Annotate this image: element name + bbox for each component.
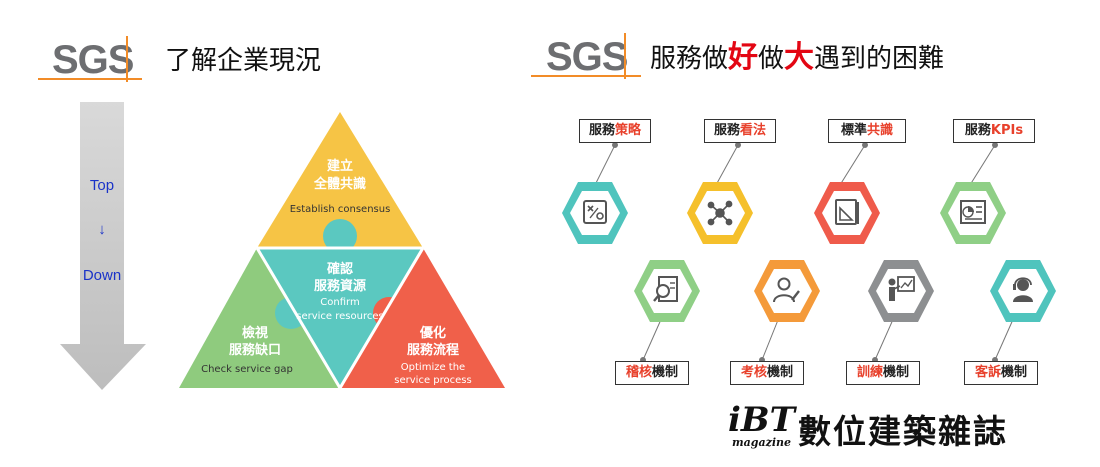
service-pyramid: 建立 全體共識 Establish consensus 確認 服務資源 Conf…: [179, 112, 505, 391]
heading-part: 服務做: [650, 44, 729, 74]
pyramid-top-zh2: 全體共識: [313, 176, 366, 192]
label-service-kpis: 服務KPIs: [953, 119, 1035, 143]
connector-lines: [594, 142, 1016, 363]
standards-book-icon: [814, 182, 880, 244]
label-evaluation-mechanism: 考核機制: [730, 361, 804, 385]
label-audit-mechanism: 稽核機制: [615, 361, 689, 385]
label-service-strategy: 服務策略: [579, 119, 651, 143]
logo-underline: [531, 75, 641, 77]
training-presenter-icon: [868, 260, 934, 322]
pyramid-right-en1: Optimize the: [401, 362, 465, 373]
pyramid-left-zh2: 服務缺口: [229, 342, 281, 358]
watermark-magazine: magazine: [732, 436, 792, 449]
left-heading: 了解企業現況: [165, 46, 322, 76]
pyramid-right-zh2: 服務流程: [407, 342, 459, 358]
label-complaint-mechanism: 客訴機制: [964, 361, 1038, 385]
pyramid-center-segment: [257, 248, 423, 388]
pyramid-top-zh1: 建立: [327, 158, 353, 174]
evaluation-person-icon: [754, 260, 820, 322]
logo-divider: [624, 33, 626, 79]
logo-underline: [38, 78, 142, 80]
heading-highlight-big: 大: [784, 40, 815, 75]
kpi-report-icon: [940, 182, 1006, 244]
pyramid-center-zh2: 服務資源: [314, 278, 366, 294]
pyramid-left-en: Check service gap: [201, 364, 293, 375]
label-service-view: 服務看法: [704, 119, 776, 143]
watermark-brand: iBT: [728, 400, 795, 440]
network-nodes-icon: [687, 182, 753, 244]
pyramid-center-en2: service resources: [296, 311, 383, 322]
pyramid-right-segment: [340, 248, 505, 388]
arrow-top-label: Top: [89, 177, 115, 194]
pyramid-left-zh1: 檢視: [242, 325, 268, 341]
sgs-logo-text: SGS: [52, 38, 134, 82]
sgs-logo-text: SGS: [546, 35, 628, 79]
pyramid-center-en1: Confirm: [320, 297, 359, 308]
watermark-title: 數位建築雜誌: [798, 412, 1008, 451]
pyramid-center-zh1: 確認: [327, 261, 353, 277]
label-training-mechanism: 訓練機制: [846, 361, 920, 385]
right-heading: 服務做好做大遇到的困難: [650, 43, 944, 73]
audit-magnifier-icon: [634, 260, 700, 322]
pyramid-right-en2: service process: [394, 375, 471, 386]
customer-service-icon: [990, 260, 1056, 322]
puzzle-knob-top: [323, 219, 357, 253]
arrow-bottom-label: Down: [82, 267, 122, 284]
arrow-mid-label: ↓: [98, 221, 106, 238]
pyramid-top-segment: [257, 112, 423, 248]
top-down-arrow: [60, 102, 146, 390]
heading-part: 做: [758, 44, 785, 74]
pyramid-top-en: Establish consensus: [290, 204, 391, 215]
heading-part: 遇到的困難: [814, 44, 945, 74]
pyramid-left-segment: [179, 248, 340, 388]
pyramid-right-zh1: 優化: [419, 325, 446, 341]
heading-highlight-good: 好: [728, 40, 759, 75]
strategy-board-icon: [562, 182, 628, 244]
label-standard-consensus: 標準共識: [828, 119, 906, 143]
logo-divider: [126, 36, 128, 82]
